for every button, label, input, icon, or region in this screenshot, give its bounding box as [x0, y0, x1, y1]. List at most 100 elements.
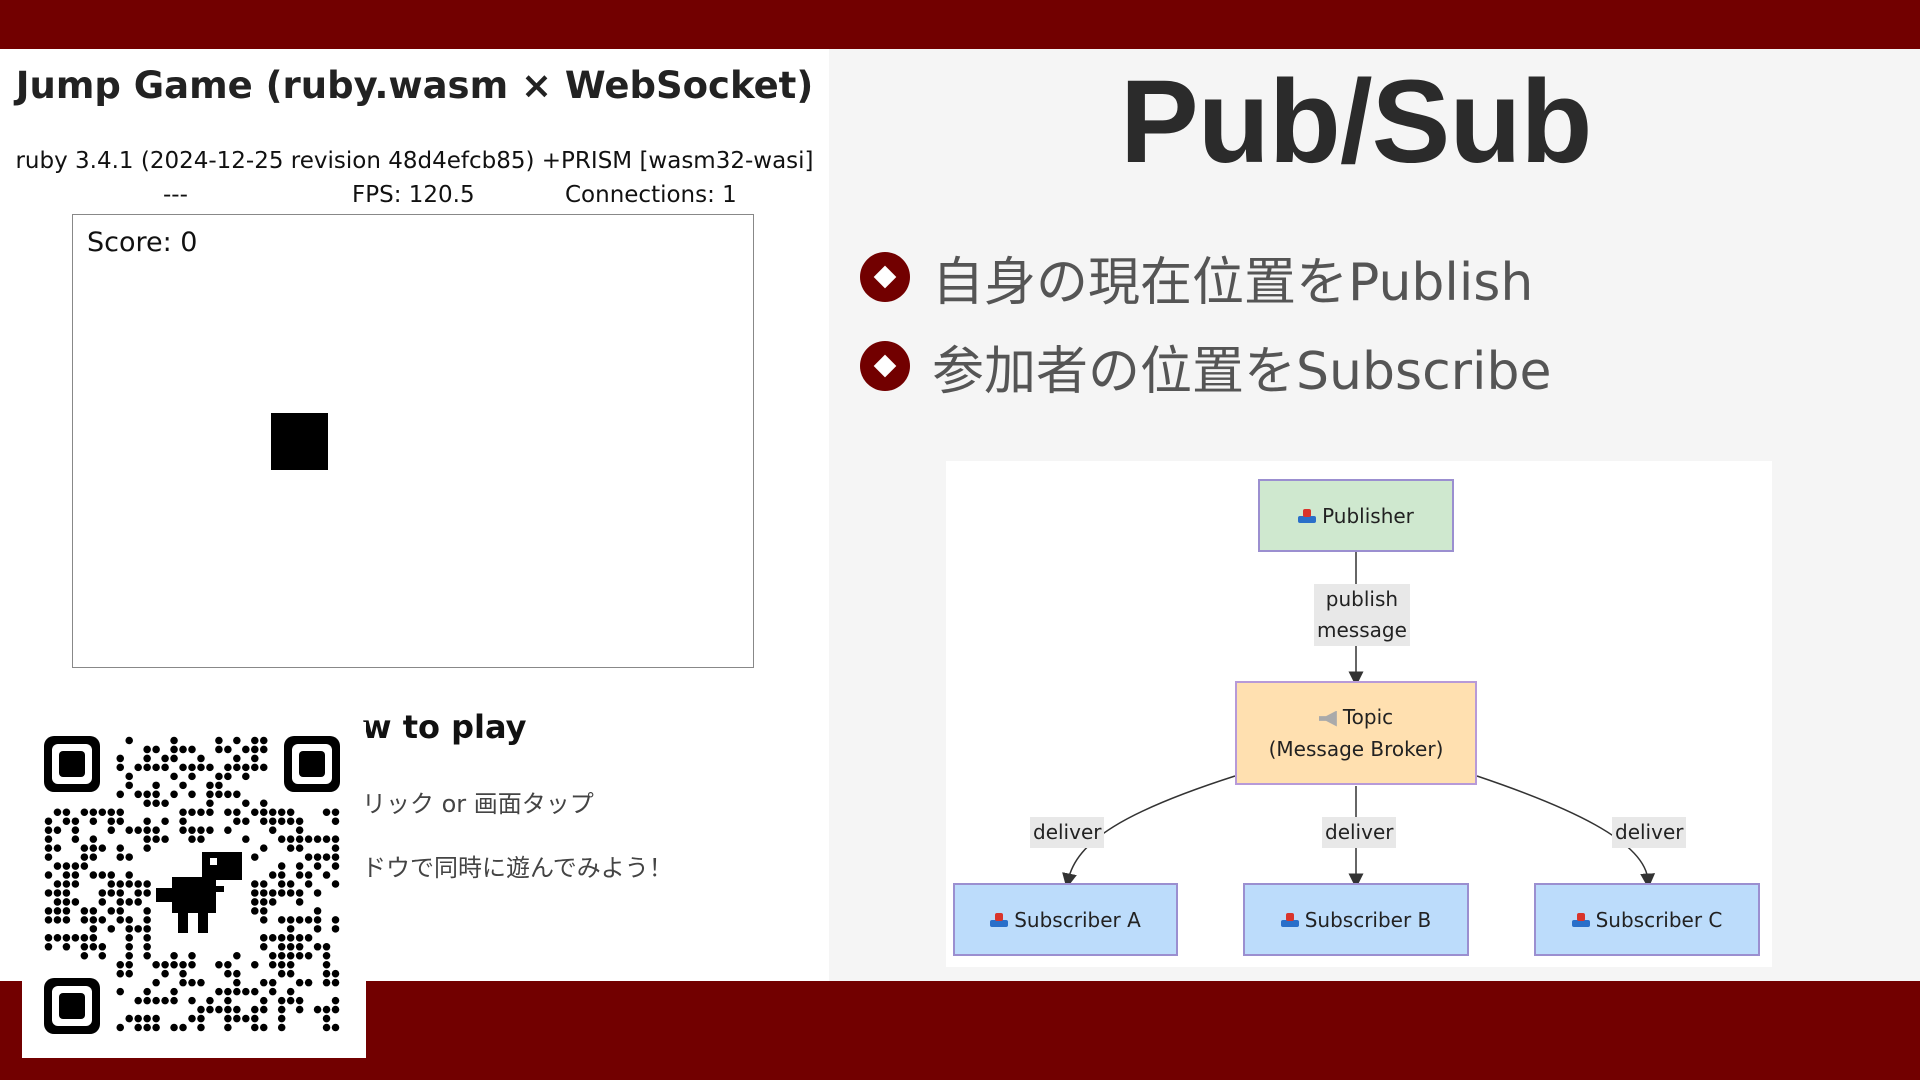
qr-module — [188, 763, 196, 772]
qr-module — [44, 844, 53, 852]
qr-module — [80, 808, 89, 817]
qr-module — [143, 943, 151, 951]
qr-module — [331, 853, 340, 861]
qr-module — [313, 853, 322, 861]
qr-module — [116, 754, 125, 763]
qr-module — [143, 1014, 151, 1023]
qr-module — [277, 862, 286, 870]
qr-module — [143, 889, 151, 897]
qr-module — [161, 960, 169, 969]
qr-module — [107, 880, 116, 888]
qr-module — [161, 817, 169, 825]
qr-module — [331, 969, 340, 978]
qr-module — [89, 817, 98, 825]
qr-module — [277, 916, 286, 924]
qr-module — [143, 790, 151, 799]
megaphone-icon — [1318, 710, 1337, 727]
qr-module — [125, 969, 133, 978]
qr-module — [116, 844, 125, 852]
qr-module — [44, 934, 53, 942]
qr-module — [197, 1005, 205, 1014]
qr-module — [125, 916, 133, 924]
qr-module — [295, 889, 304, 897]
qr-module — [98, 808, 107, 817]
qr-module — [268, 978, 277, 987]
qr-module — [116, 763, 125, 772]
qr-module — [322, 969, 331, 978]
qr-module — [215, 790, 223, 799]
qr-module — [134, 1023, 142, 1032]
qr-module — [116, 916, 125, 924]
qr-module — [197, 763, 205, 772]
qr-module — [170, 996, 178, 1005]
qr-module — [322, 943, 331, 951]
qr-module — [277, 1023, 286, 1032]
qr-module — [188, 772, 196, 781]
qr-module — [62, 880, 71, 888]
qr-module — [206, 799, 214, 808]
qr-module — [53, 826, 62, 834]
qr-module — [295, 817, 304, 825]
qr-module — [170, 745, 178, 754]
qr-module — [331, 880, 340, 888]
qr-module — [313, 943, 322, 951]
qr-module — [304, 871, 313, 879]
qr-module — [304, 880, 313, 888]
ruby-version-text: ruby 3.4.1 (2024-12-25 revision 48d4efcb… — [15, 148, 814, 174]
qr-module — [107, 871, 116, 879]
qr-module — [143, 996, 151, 1005]
qr-module — [116, 817, 125, 825]
qr-module — [268, 871, 277, 879]
qr-module — [295, 862, 304, 870]
qr-module — [251, 880, 259, 888]
qr-module — [206, 808, 214, 817]
qr-module — [152, 960, 160, 969]
qr-module — [62, 943, 71, 951]
qr-module — [224, 772, 232, 781]
qr-module — [277, 1005, 286, 1014]
edge-deliver-c — [1476, 775, 1656, 889]
qr-module — [134, 1014, 142, 1023]
qr-module — [242, 835, 250, 843]
qr-module — [188, 808, 196, 817]
qr-module — [277, 817, 286, 825]
qr-module — [134, 880, 142, 888]
qr-module — [259, 889, 268, 897]
qr-module — [44, 853, 53, 861]
qr-module — [206, 781, 214, 790]
qr-module — [197, 754, 205, 763]
qr-module — [125, 871, 133, 879]
fps-readout: FPS: 120.5 — [352, 182, 475, 208]
qr-module — [286, 969, 295, 978]
qr-module — [233, 1014, 241, 1023]
qr-module — [98, 951, 107, 960]
qr-module — [89, 916, 98, 924]
qr-module — [286, 889, 295, 897]
qr-module — [224, 763, 232, 772]
qr-module — [125, 943, 133, 951]
game-canvas[interactable]: Score: 0 — [72, 214, 754, 668]
qr-module — [152, 1023, 160, 1032]
qr-module — [233, 763, 241, 772]
subscriber-label: Subscriber C — [1595, 907, 1723, 932]
qr-module — [152, 835, 160, 843]
qr-module — [125, 880, 133, 888]
subscriber-label: Subscriber B — [1304, 907, 1432, 932]
qr-module — [259, 996, 268, 1005]
qr-module — [116, 898, 125, 906]
qr-module — [143, 907, 151, 915]
qr-module — [233, 808, 241, 817]
qr-module — [268, 960, 277, 969]
qr-module — [233, 969, 241, 978]
qr-module — [224, 987, 232, 996]
status-dash: --- — [163, 182, 188, 208]
qr-module — [268, 898, 277, 906]
qr-module — [188, 996, 196, 1005]
qr-module — [313, 862, 322, 870]
qr-module — [152, 1014, 160, 1023]
qr-module — [53, 916, 62, 924]
slide-title: Pub/Sub — [1120, 56, 1593, 188]
qr-module — [322, 978, 331, 987]
qr-module — [322, 1005, 331, 1014]
qr-module — [143, 925, 151, 933]
